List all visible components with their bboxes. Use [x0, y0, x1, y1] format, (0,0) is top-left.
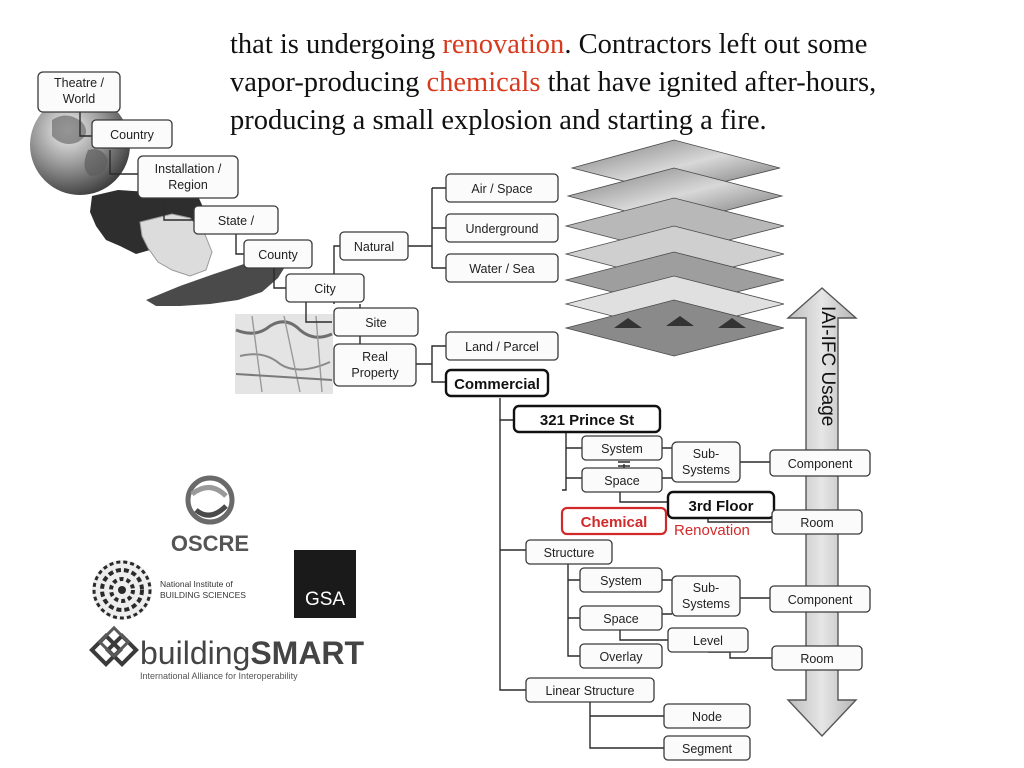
stacked-layers-image: [564, 139, 785, 357]
node-321-prince-st: 321 Prince St: [512, 404, 662, 434]
node-node: Node: [663, 703, 751, 729]
node-city: City: [285, 273, 365, 303]
node-segment: Segment: [663, 735, 751, 761]
node-space-1: Space: [581, 467, 663, 493]
svg-text:Underground: Underground: [466, 222, 539, 236]
svg-text:Systems: Systems: [682, 597, 730, 611]
svg-text:County: County: [258, 248, 298, 262]
node-3rd-floor: 3rd Floor: [666, 490, 776, 520]
buildingsmart-knot-icon: [89, 625, 139, 667]
svg-text:Room: Room: [800, 652, 833, 666]
svg-text:Real: Real: [362, 350, 388, 364]
oscre-logo: OSCRE: [171, 475, 249, 556]
intro-line1-b: . Contractors left out some: [564, 29, 868, 60]
svg-text:Room: Room: [800, 516, 833, 530]
node-level: Level: [667, 627, 749, 653]
buildingsmart-logo: buildingSMART International Alliance for…: [89, 625, 365, 681]
node-component-1: Component: [769, 449, 871, 477]
node-country: Country: [91, 119, 173, 149]
nibs-spiral-icon: [92, 560, 152, 620]
intro-line2-a: vapor-producing: [230, 67, 427, 98]
svg-text:Theatre /: Theatre /: [54, 76, 105, 90]
highlight-chemicals: chemicals: [426, 67, 541, 98]
renovation-label: Renovation: [674, 522, 750, 539]
svg-text:System: System: [600, 574, 642, 588]
svg-text:321 Prince St: 321 Prince St: [540, 412, 634, 429]
nibs-line2: BUILDING SCIENCES: [160, 590, 246, 600]
buildingsmart-tagline: International Alliance for Interoperabil…: [140, 671, 298, 681]
svg-text:Property: Property: [351, 366, 399, 380]
city-map-image: [235, 314, 333, 394]
node-subsystems-2: Sub- Systems: [671, 575, 741, 617]
svg-text:World: World: [63, 92, 95, 106]
node-real-property: Real Property: [333, 343, 417, 387]
svg-text:Country: Country: [110, 128, 155, 142]
svg-text:Sub-: Sub-: [693, 581, 719, 595]
node-system-1: System: [581, 435, 663, 461]
node-room-1: Room: [771, 509, 863, 535]
node-state: State /: [193, 205, 279, 235]
node-overlay: Overlay: [579, 643, 663, 669]
svg-text:Space: Space: [603, 612, 638, 626]
nibs-line1: National Institute of: [160, 579, 233, 589]
oscre-emblem-icon: [185, 475, 235, 525]
intro-paragraph: that is undergoing renovation. Contracto…: [230, 26, 1020, 140]
intro-line3: producing a small explosion and starting…: [230, 105, 767, 136]
svg-text:Commercial: Commercial: [454, 376, 540, 393]
arrow-label: IAI-IFC Usage: [817, 306, 838, 426]
node-component-2: Component: [769, 585, 871, 613]
node-subsystems-1: Sub- Systems: [671, 441, 741, 483]
svg-text:System: System: [601, 442, 643, 456]
svg-text:Region: Region: [168, 178, 208, 192]
node-linear-structure: Linear Structure: [525, 677, 655, 703]
node-space-2: Space: [579, 605, 663, 631]
svg-text:Site: Site: [365, 316, 387, 330]
nibs-logo: National Institute of BUILDING SCIENCES: [92, 560, 246, 620]
svg-text:Space: Space: [604, 474, 639, 488]
svg-text:Land / Parcel: Land / Parcel: [465, 340, 539, 354]
svg-text:Segment: Segment: [682, 742, 733, 756]
buildingsmart-wordmark: buildingSMART: [140, 635, 365, 671]
svg-text:Water / Sea: Water / Sea: [469, 262, 535, 276]
svg-text:Systems: Systems: [682, 463, 730, 477]
buildingsmart-prefix: building: [140, 635, 250, 671]
svg-text:Level: Level: [693, 634, 723, 648]
intro-line1-a: that is undergoing: [230, 29, 443, 60]
svg-text:Installation /: Installation /: [155, 162, 222, 176]
oscre-wordmark: OSCRE: [171, 531, 249, 556]
buildingsmart-suffix: SMART: [250, 635, 364, 671]
svg-text:Linear Structure: Linear Structure: [546, 684, 635, 698]
node-county: County: [243, 239, 313, 269]
svg-text:Sub-: Sub-: [693, 447, 719, 461]
svg-text:Node: Node: [692, 710, 722, 724]
node-natural: Natural: [339, 231, 409, 261]
node-room-2: Room: [771, 645, 863, 671]
gsa-logo: GSA: [294, 550, 356, 618]
node-water-sea: Water / Sea: [445, 253, 559, 283]
node-underground: Underground: [445, 213, 559, 243]
node-structure: Structure: [525, 539, 613, 565]
svg-text:Air / Space: Air / Space: [471, 182, 532, 196]
node-site: Site: [333, 307, 419, 337]
node-commercial: Commercial: [444, 368, 550, 398]
gsa-wordmark: GSA: [305, 589, 345, 610]
svg-text:State /: State /: [218, 214, 255, 228]
svg-text:Chemical: Chemical: [581, 514, 648, 531]
intro-line2-b: that have ignited after-hours,: [540, 67, 877, 98]
highlight-renovation: renovation: [442, 29, 565, 60]
svg-text:Component: Component: [788, 593, 853, 607]
svg-text:Component: Component: [788, 457, 853, 471]
node-system-2: System: [579, 567, 663, 593]
node-theatre-world: Theatre / World: [37, 71, 121, 113]
node-installation-region: Installation / Region: [137, 155, 239, 199]
node-land-parcel: Land / Parcel: [445, 331, 559, 361]
svg-text:3rd Floor: 3rd Floor: [688, 498, 753, 515]
svg-text:Natural: Natural: [354, 240, 394, 254]
svg-text:City: City: [314, 282, 336, 296]
svg-text:Structure: Structure: [544, 546, 595, 560]
node-air-space: Air / Space: [445, 173, 559, 203]
node-chemical: Chemical: [560, 506, 668, 536]
svg-text:Overlay: Overlay: [599, 650, 643, 664]
